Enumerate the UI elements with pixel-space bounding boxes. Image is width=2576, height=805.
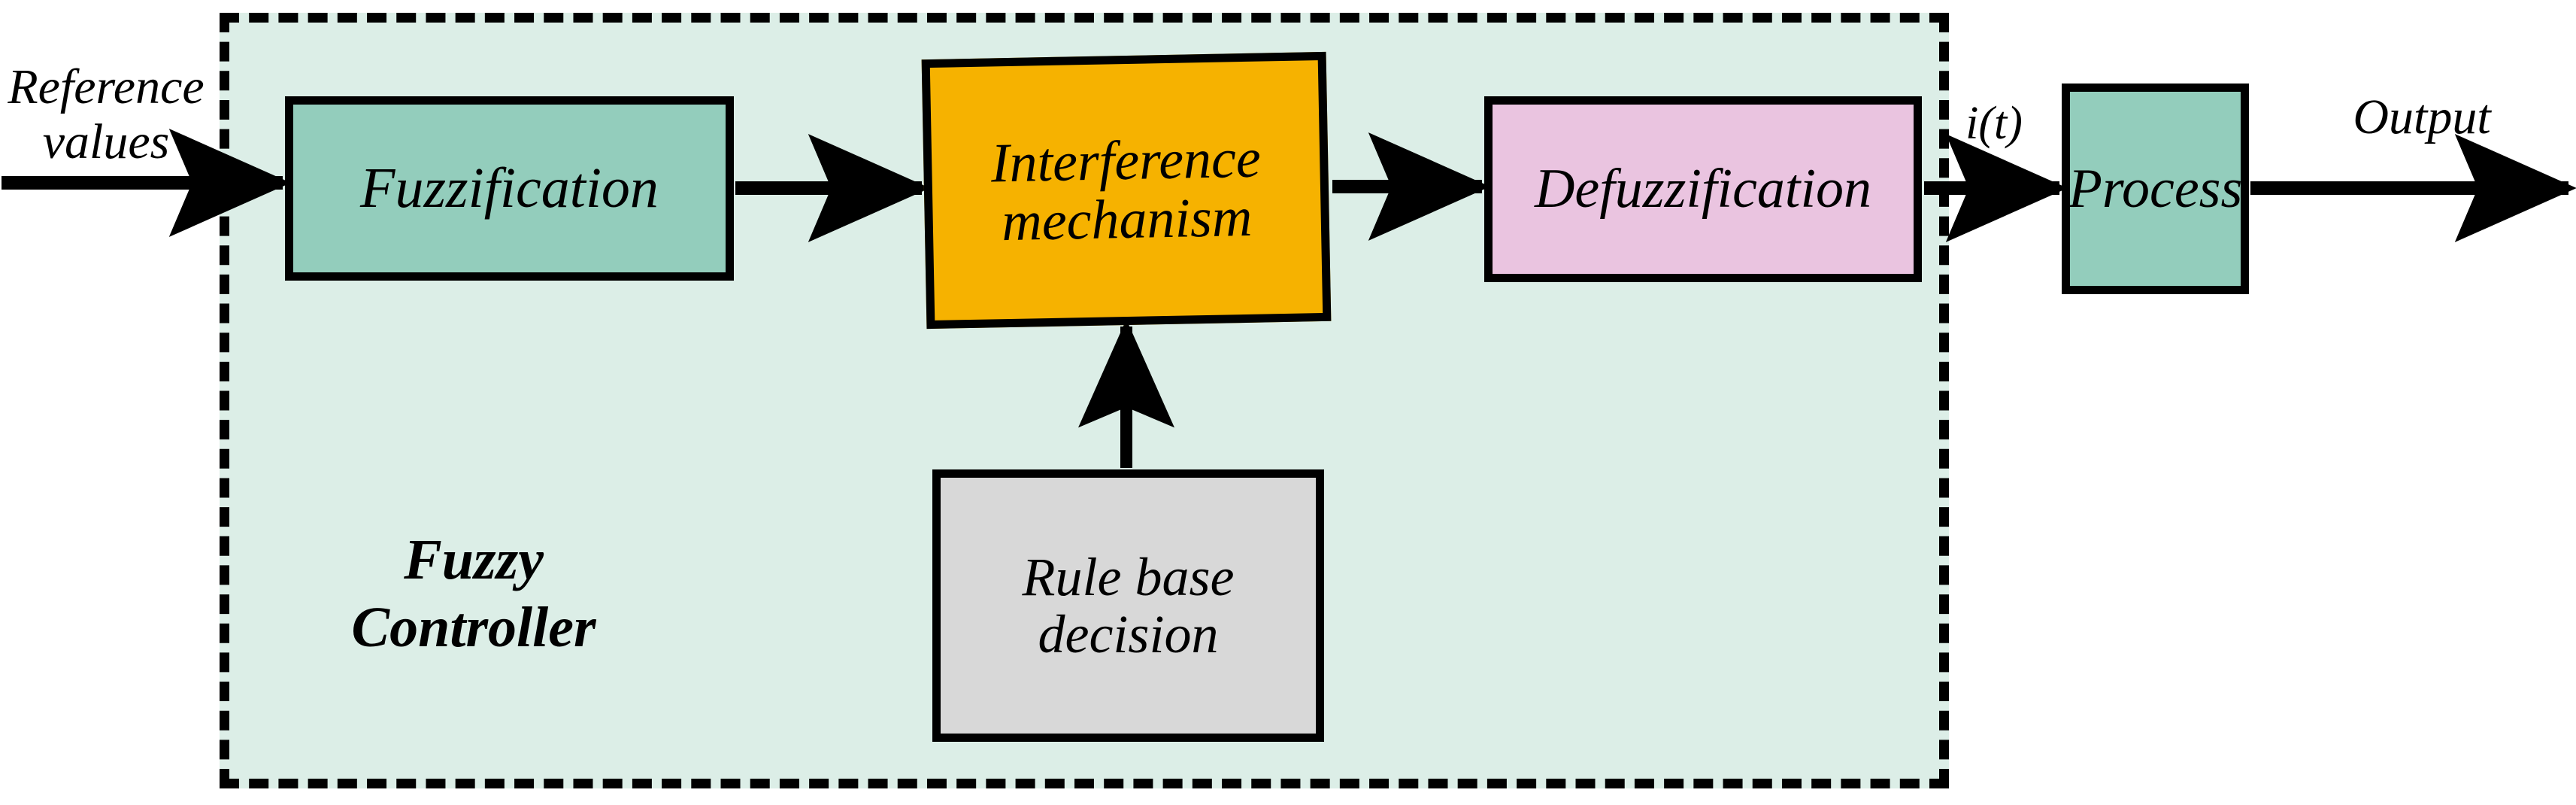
block-defuzzification[interactable]: Defuzzification (1484, 96, 1922, 282)
block-interference-mechanism[interactable]: Interference mechanism (921, 51, 1332, 330)
block-defuzzification-label: Defuzzification (1534, 158, 1872, 220)
block-process[interactable]: Process (2062, 84, 2249, 294)
block-rule-base-decision[interactable]: Rule base decision (932, 469, 1324, 742)
label-fuzzy-controller: Fuzzy Controller (351, 528, 596, 659)
label-signal-it: i(t) (1965, 98, 2023, 149)
block-fuzzification[interactable]: Fuzzification (285, 96, 734, 281)
block-process-label: Process (2068, 157, 2243, 220)
block-fuzzification-label: Fuzzification (360, 156, 659, 220)
label-reference-values: Reference values (8, 59, 205, 169)
block-rule-base-decision-label: Rule base decision (1022, 546, 1235, 664)
label-output: Output (2353, 90, 2491, 144)
block-interference-mechanism-label: Interference mechanism (990, 127, 1262, 254)
